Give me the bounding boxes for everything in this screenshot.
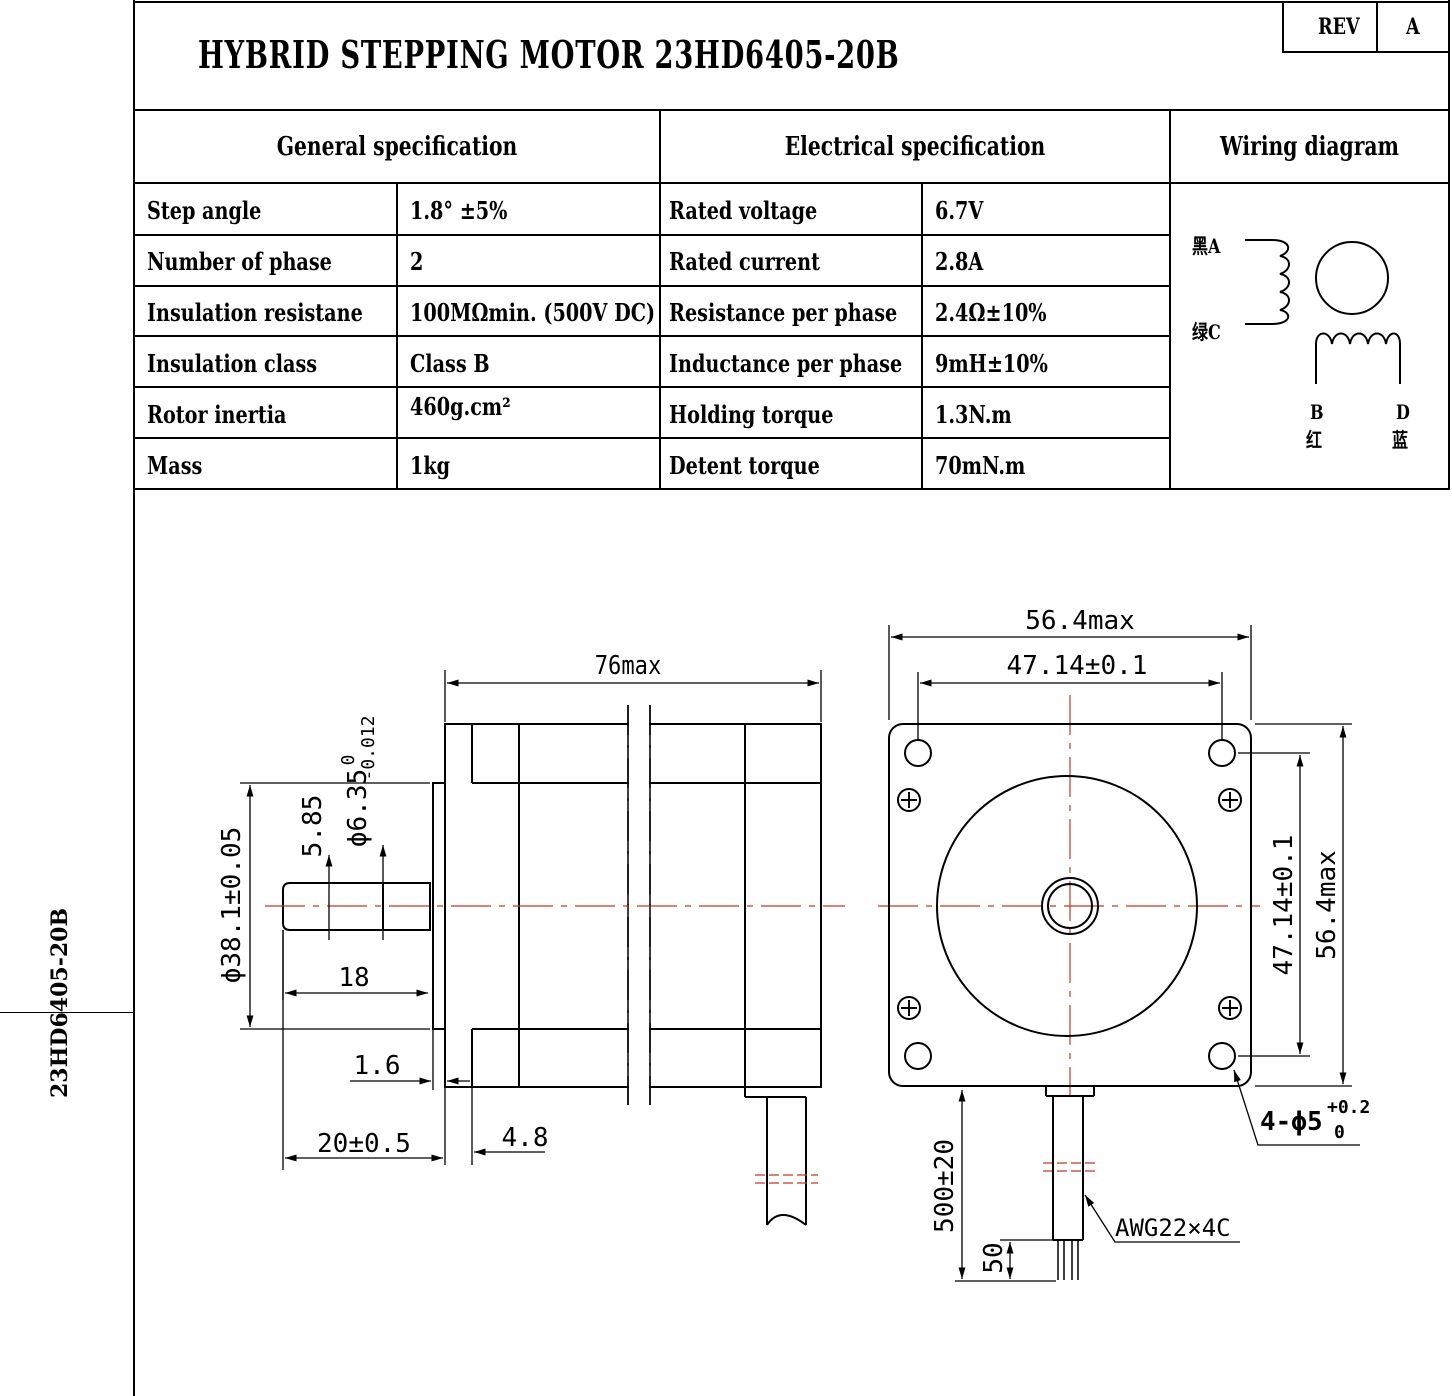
wiring-label-b: B (1310, 400, 1324, 424)
rev-box-left (1282, 1, 1284, 53)
dim-hole-pitch-vertical: 47.14±0.1 (1269, 835, 1299, 976)
electrical-value-2: 2.4Ω±10% (935, 298, 1047, 327)
rev-box-divider (1376, 1, 1378, 53)
electrical-label-3: Inductance per phase (669, 349, 903, 378)
general-label-3: Insulation class (147, 349, 318, 378)
dim-lead-length: 500±20 (930, 1139, 960, 1233)
wiring-label-b-cn: 红 (1306, 428, 1322, 452)
frame-top-border (133, 1, 1450, 3)
general-value-4: 460g.cm² (410, 392, 511, 421)
wiring-label-d: D (1396, 400, 1410, 424)
dim-shaft-flat: 5.85 (298, 795, 328, 858)
table-header-bottom (133, 182, 1450, 184)
table-col-4 (1169, 110, 1171, 490)
frame-left-border (133, 0, 135, 1396)
electrical-label-1: Rated current (669, 247, 820, 276)
dim-holes-tol-top: +0.2 (1327, 1097, 1370, 1118)
dim-width-total: 56.4max (1025, 606, 1135, 636)
electrical-label-5: Detent torque (669, 451, 820, 480)
general-value-1: 2 (410, 247, 424, 276)
dim-pilot-depth: 1.6 (354, 1051, 401, 1081)
frame-right-border (1448, 0, 1450, 490)
side-tick (0, 1012, 133, 1013)
electrical-label-4: Holding torque (669, 400, 834, 429)
side-view-break (627, 700, 651, 1110)
table-col-3 (921, 184, 923, 490)
general-label-2: Insulation resistane (147, 298, 363, 327)
electrical-label-2: Resistance per phase (669, 298, 898, 327)
dim-shaft-length: 18 (338, 963, 369, 993)
wiring-label-a: 黑A (1192, 234, 1221, 258)
general-value-2: 100MΩmin. (500V DC) (410, 298, 656, 327)
dim-shaft-total: 20±0.5 (317, 1129, 411, 1159)
center-lines (265, 695, 1260, 1095)
wiring-diagram-header: Wiring diagram (1220, 132, 1399, 162)
rev-box-bottom (1282, 51, 1450, 53)
dim-hole-pitch: 47.14±0.1 (1007, 651, 1148, 681)
table-row-1 (133, 234, 1170, 236)
table-col-1 (396, 184, 398, 490)
table-col-2 (659, 110, 661, 490)
dim-flange: 4.8 (502, 1123, 549, 1153)
rev-label: REV (1318, 14, 1360, 40)
dim-pilot-dia: ϕ38.1±0.05 (217, 827, 247, 984)
electrical-value-0: 6.7V (935, 196, 984, 225)
dim-holes-tol-bot: 0 (1334, 1122, 1345, 1143)
wiring-label-c: 绿C (1192, 320, 1221, 344)
general-label-0: Step angle (147, 196, 262, 225)
dim-shaft-tol-bot: -0.012 (358, 715, 379, 780)
dim-wire: AWG22×4C (1115, 1214, 1231, 1242)
dim-holes: 4-ϕ5 (1260, 1107, 1323, 1137)
general-value-5: 1kg (410, 451, 451, 480)
electrical-value-4: 1.3N.m (935, 400, 1012, 429)
rotor-circle (1315, 241, 1389, 315)
general-spec-header: General specification (276, 132, 518, 162)
wiring-label-d-cn: 蓝 (1392, 428, 1408, 452)
rev-value: A (1406, 14, 1420, 40)
electrical-spec-header: Electrical specification (784, 132, 1046, 162)
dim-strip-length: 50 (979, 1242, 1009, 1273)
dim-shaft-tol-top: 0 (338, 755, 359, 766)
electrical-label-0: Rated voltage (669, 196, 818, 225)
general-value-3: Class B (410, 349, 490, 378)
general-label-5: Mass (147, 451, 203, 480)
cable-marks (755, 1162, 1096, 1184)
dim-length: 76max (595, 650, 661, 680)
table-row-2 (133, 285, 1170, 287)
wiring-diagram (1245, 239, 1401, 384)
general-label-1: Number of phase (147, 247, 332, 276)
electrical-value-5: 70mN.m (935, 451, 1026, 480)
electrical-value-3: 9mH±10% (935, 349, 1048, 378)
table-bottom (133, 488, 1450, 490)
general-value-0: 1.8° ±5% (410, 196, 508, 225)
table-row-4 (133, 386, 1170, 388)
table-row-3 (133, 335, 1170, 337)
general-label-4: Rotor inertia (147, 400, 287, 429)
dimension-texts: 76max 56.4max 47.14±0.1 47.14±0.1 56.4ma… (217, 606, 1370, 1274)
page-title: HYBRID STEPPING MOTOR 23HD6405-20B (198, 32, 900, 77)
dim-height-total: 56.4max (1312, 850, 1342, 960)
table-top (133, 109, 1450, 111)
table-row-5 (133, 437, 1170, 439)
dimension-lines (240, 625, 1360, 1282)
dim-shaft-dia: ϕ6.35 (343, 769, 373, 847)
electrical-value-1: 2.8A (935, 247, 984, 276)
